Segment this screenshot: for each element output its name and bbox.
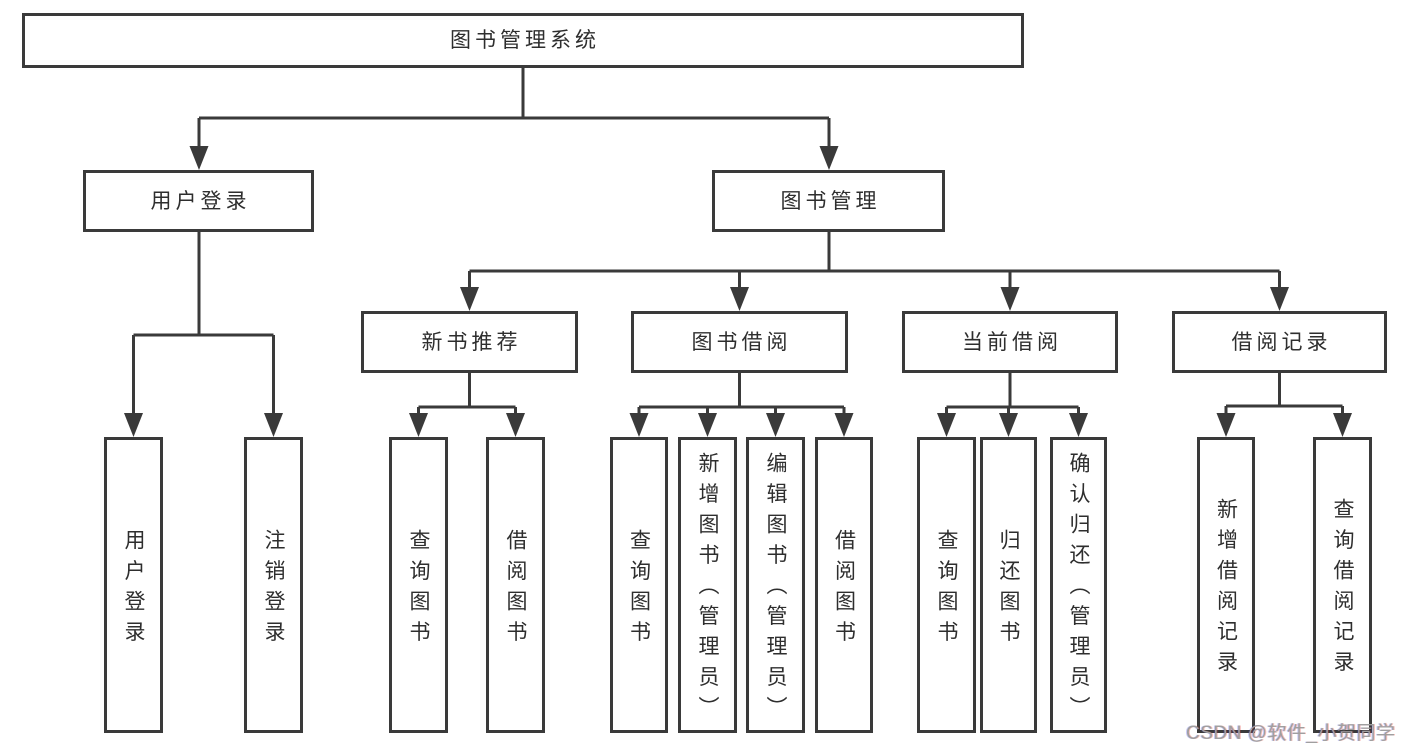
connector-root-to-level2 xyxy=(197,68,831,150)
node-new-book-recommendation-label: 新书推荐 xyxy=(421,330,522,354)
leaf-query-books-borrowing: 查询图书 xyxy=(610,437,668,733)
node-user-login: 用户登录 xyxy=(83,170,314,232)
leaf-user-login-label: 用户登录 xyxy=(122,528,145,651)
leaf-borrow-books-borrowing-label: 借阅图书 xyxy=(832,528,856,651)
leaf-logout-label: 注销登录 xyxy=(262,528,285,651)
leaf-user-login: 用户登录 xyxy=(104,437,163,733)
leaf-return-books: 归还图书 xyxy=(980,437,1037,733)
leaf-query-books-recommend: 查询图书 xyxy=(389,437,448,733)
node-user-login-label: 用户登录 xyxy=(150,189,251,213)
leaf-query-borrow-record: 查询借阅记录 xyxy=(1313,437,1372,733)
connector-book-borrowing-children xyxy=(637,373,846,417)
leaf-edit-books-admin: 编辑图书（管理员） xyxy=(746,437,805,733)
node-borrowing-records: 借阅记录 xyxy=(1172,311,1387,373)
leaf-return-books-label: 归还图书 xyxy=(997,528,1020,651)
leaf-confirm-return-admin: 确认归还（管理员） xyxy=(1050,437,1107,733)
connector-current-borrowing-children xyxy=(945,373,1080,417)
node-borrowing-records-label: 借阅记录 xyxy=(1231,330,1332,354)
leaf-query-books-recommend-label: 查询图书 xyxy=(407,528,430,651)
node-library-system-label: 图书管理系统 xyxy=(450,29,600,52)
connector-new-book-children xyxy=(417,373,517,417)
leaf-query-books-current-label: 查询图书 xyxy=(935,528,958,651)
csdn-watermark: CSDN @软件_小贺同学 xyxy=(1186,723,1396,744)
leaf-logout: 注销登录 xyxy=(244,437,303,733)
leaf-borrow-books-recommend-label: 借阅图书 xyxy=(504,528,527,651)
node-current-borrowing: 当前借阅 xyxy=(902,311,1118,373)
leaf-edit-books-admin-label: 编辑图书（管理员） xyxy=(764,452,787,727)
node-book-borrowing: 图书借阅 xyxy=(631,311,848,373)
arrowheads xyxy=(124,146,1352,437)
leaf-add-borrow-record-label: 新增借阅记录 xyxy=(1214,498,1238,681)
node-current-borrowing-label: 当前借阅 xyxy=(962,330,1062,354)
leaf-add-borrow-record: 新增借阅记录 xyxy=(1197,437,1255,733)
node-new-book-recommendation: 新书推荐 xyxy=(361,311,578,373)
node-book-management: 图书管理 xyxy=(712,170,945,232)
leaf-query-borrow-record-label: 查询借阅记录 xyxy=(1331,498,1354,681)
node-library-system: 图书管理系统 xyxy=(22,13,1024,68)
leaf-borrow-books-borrowing: 借阅图书 xyxy=(815,437,873,733)
connector-borrow-records-children xyxy=(1224,373,1344,417)
connector-user-login-children xyxy=(132,232,275,417)
node-book-management-label: 图书管理 xyxy=(780,189,881,213)
leaf-confirm-return-admin-label: 确认归还（管理员） xyxy=(1067,452,1090,727)
connector-book-management-children xyxy=(468,232,1281,291)
leaf-query-books-current: 查询图书 xyxy=(917,437,976,733)
leaf-query-books-borrowing-label: 查询图书 xyxy=(627,528,651,651)
leaf-borrow-books-recommend: 借阅图书 xyxy=(486,437,545,733)
leaf-add-books-admin-label: 新增图书（管理员） xyxy=(696,452,719,727)
node-book-borrowing-label: 图书借阅 xyxy=(691,330,792,354)
leaf-add-books-admin: 新增图书（管理员） xyxy=(678,437,737,733)
